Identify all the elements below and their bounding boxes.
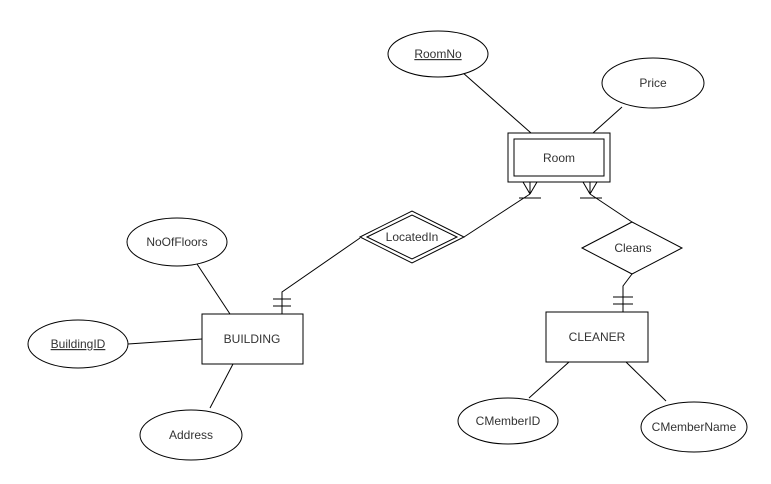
relationship-cleans-diamond	[580, 221, 684, 275]
edge-nooffloors-building	[196, 263, 231, 315]
edge-price-room	[592, 106, 623, 134]
edge-address-building	[209, 363, 234, 409]
attribute-address: Address	[139, 409, 243, 461]
relationship-cleans-label: Cleans	[614, 241, 651, 255]
edge-room-locatedin	[463, 193, 531, 238]
attribute-price: Price	[601, 57, 705, 109]
attribute-price-ellipse	[601, 57, 705, 109]
attribute-roomno: RoomNo	[387, 30, 489, 78]
edge-cmemberid-cleaner	[528, 361, 570, 399]
cardinality-markers	[273, 181, 633, 307]
edge-cmembername-cleaner	[625, 361, 667, 402]
attribute-roomno-ellipse	[387, 30, 489, 78]
entity-room: Room	[507, 132, 611, 183]
attribute-nooffloors-label: NoOfFloors	[146, 235, 207, 249]
edge-room-cleans	[589, 193, 633, 223]
attribute-address-label: Address	[169, 428, 213, 442]
entity-building-border	[201, 313, 304, 365]
entity-cleaner-label: CLEANER	[569, 330, 626, 344]
relationship-locatedin-inner-diamond	[365, 214, 459, 260]
edge-locatedin-building	[281, 237, 361, 314]
attribute-buildingid: BuildingID	[27, 319, 129, 369]
entity-building: BUILDING	[201, 313, 304, 365]
entity-cleaner-border	[545, 311, 649, 363]
attribute-cmembername-label: CMemberName	[652, 420, 737, 434]
attribute-buildingid-label: BuildingID	[51, 337, 106, 351]
attribute-cmembername-ellipse	[640, 401, 748, 453]
crow-foot-icon	[582, 181, 598, 195]
relationship-locatedin: LocatedIn	[358, 210, 466, 264]
edge-buildingid-building	[127, 338, 203, 345]
attribute-cmemberid-ellipse	[457, 397, 559, 445]
attribute-cmemberid: CMemberID	[457, 397, 559, 445]
attribute-roomno-label: RoomNo	[414, 47, 462, 61]
double-tick-icon	[613, 296, 633, 305]
edge-roomno-room	[461, 71, 532, 134]
relationship-locatedin-label: LocatedIn	[386, 230, 439, 244]
connector-lines	[127, 71, 667, 409]
attribute-buildingid-ellipse	[27, 319, 129, 369]
relationship-cleans: Cleans	[580, 221, 684, 275]
crow-foot-icon	[522, 181, 538, 195]
double-tick-icon	[273, 298, 291, 307]
attribute-address-ellipse	[139, 409, 243, 461]
edge-cleans-cleaner	[622, 273, 633, 312]
attribute-nooffloors: NoOfFloors	[126, 217, 228, 267]
attribute-price-label: Price	[639, 76, 667, 90]
attribute-cmemberid-label: CMemberID	[476, 414, 541, 428]
entity-cleaner: CLEANER	[545, 311, 649, 363]
attribute-cmembername: CMemberName	[640, 401, 748, 453]
entity-building-label: BUILDING	[224, 332, 281, 346]
attribute-nooffloors-ellipse	[126, 217, 228, 267]
entity-room-label: Room	[543, 151, 575, 165]
entity-room-inner-border	[513, 138, 605, 177]
